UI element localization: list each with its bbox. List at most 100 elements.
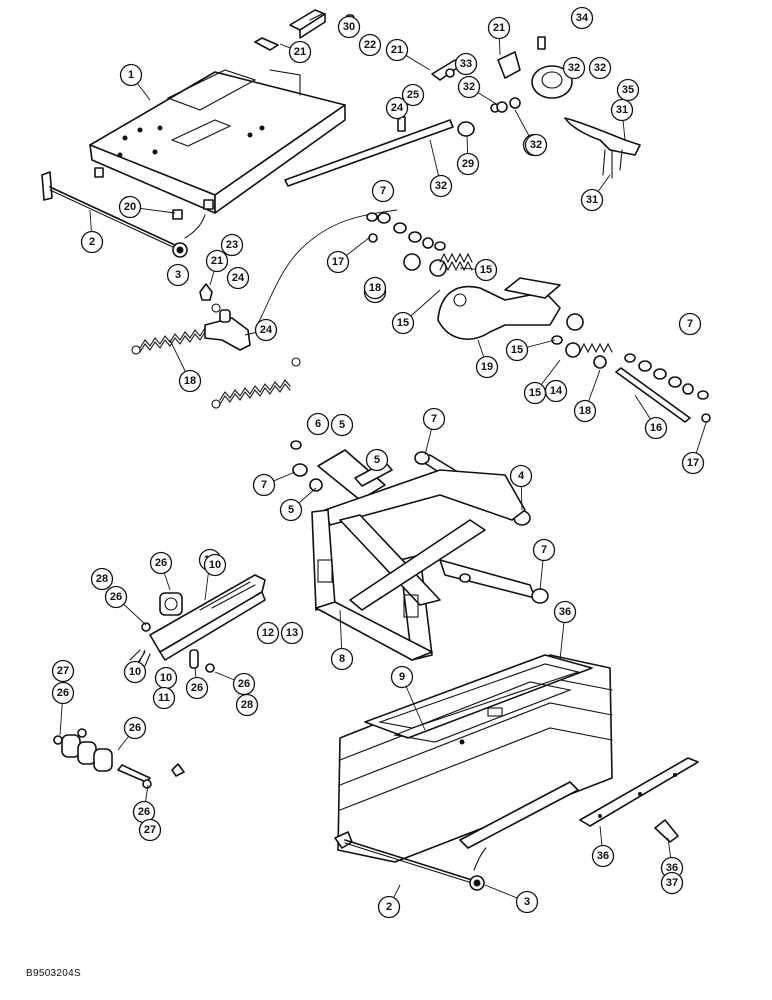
callout-3: 3 (166, 263, 190, 287)
callout-circle (123, 660, 147, 684)
callout-26: 26 (214, 671, 256, 696)
callout-number: 28 (241, 699, 253, 711)
callout-leader-line (429, 139, 439, 176)
callout-leader-line (339, 609, 343, 649)
adjust-lever-part (199, 283, 251, 351)
callout-number: 26 (129, 722, 141, 734)
suspension-arm-assembly-part (366, 212, 711, 423)
callout-leader-line (89, 209, 92, 232)
callout-number: 10 (209, 559, 221, 571)
callout-18: 18 (169, 339, 202, 393)
callout-leader-line (214, 671, 235, 681)
callout-number: 2 (386, 901, 392, 913)
rollers-part (53, 728, 185, 789)
callout-number: 8 (339, 653, 345, 665)
callout-circle (226, 266, 250, 290)
callout-leader-line (484, 884, 518, 899)
callout-26: 26 (51, 681, 75, 736)
callout-31: 31 (580, 174, 611, 212)
callout-number: 16 (650, 422, 662, 434)
callout-27: 27 (138, 818, 162, 842)
callout-circle (377, 895, 401, 919)
callout-circle (509, 464, 533, 488)
callout-leader-line (204, 570, 210, 601)
callout-32: 32 (429, 139, 453, 198)
callout-leader-line (194, 667, 197, 678)
callout-36: 36 (591, 825, 615, 868)
callout-circle (591, 844, 615, 868)
callout-circle (474, 258, 498, 282)
callout-leader-line (140, 207, 176, 214)
callout-number: 5 (374, 454, 380, 466)
callout-number: 15 (511, 344, 523, 356)
callout-number: 35 (622, 84, 634, 96)
callout-leader-line (244, 331, 256, 336)
callout-leader-line (477, 339, 485, 358)
callout-circle (166, 263, 190, 287)
callout-28: 28 (235, 693, 259, 717)
callout-8: 8 (330, 609, 354, 671)
callout-circle (385, 96, 409, 120)
callout-number: 26 (155, 557, 167, 569)
callout-10: 10 (123, 649, 147, 684)
callout-number: 21 (391, 44, 403, 56)
callout-26: 26 (132, 784, 156, 824)
callout-circle (515, 890, 539, 914)
callout-7: 7 (532, 538, 556, 591)
callout-circle (401, 83, 425, 107)
callout-circle (149, 551, 173, 575)
callout-circle (562, 56, 586, 80)
callout-number: 7 (431, 413, 437, 425)
callout-circle (363, 276, 387, 300)
callout-15: 15 (523, 359, 561, 405)
callout-circle (681, 451, 705, 475)
callout-number: 21 (294, 46, 306, 58)
callout-number: 5 (339, 419, 345, 431)
callout-number: 27 (57, 665, 69, 677)
callout-27: 27 (51, 659, 75, 683)
callout-circle (429, 174, 453, 198)
callout-35: 35 (616, 78, 640, 102)
callout-circle (104, 585, 128, 609)
callout-number: 7 (380, 185, 386, 197)
callout-37: 37 (660, 871, 684, 895)
callout-circle (123, 716, 147, 740)
callout-23: 23 (220, 233, 244, 257)
callout-circle (279, 498, 303, 522)
lower-adjust-rod-part (334, 831, 487, 891)
callout-28: 28 (90, 567, 114, 591)
callout-number: 34 (576, 12, 589, 24)
callout-leader-line (599, 825, 603, 846)
callout-number: 5 (288, 504, 294, 516)
callout-leader-line (667, 837, 672, 858)
callout-circle (252, 473, 276, 497)
callout-26: 26 (185, 667, 209, 700)
callout-circle (330, 413, 354, 437)
callout-18: 18 (363, 276, 387, 300)
callout-number: 17 (687, 457, 699, 469)
callout-12: 12 (256, 621, 280, 645)
callout-circle (616, 78, 640, 102)
callout-number: 10 (160, 672, 172, 684)
callout-number: 37 (666, 877, 678, 889)
callout-16: 16 (634, 394, 668, 440)
callout-circle (371, 179, 395, 203)
callout-circle (422, 407, 446, 431)
callout-leader-line (634, 394, 651, 420)
callout-4: 4 (509, 464, 533, 511)
callout-circle (330, 647, 354, 671)
callout-10: 10 (203, 553, 227, 577)
callout-leader-line (405, 55, 431, 71)
callout-1: 1 (119, 63, 151, 101)
callout-number: 32 (463, 81, 475, 93)
callout-25: 25 (401, 83, 425, 107)
callout-24: 24 (226, 266, 250, 290)
callout-circle (326, 250, 350, 274)
reference-line (254, 209, 398, 331)
callout-26: 26 (117, 716, 147, 751)
callout-circle (235, 693, 259, 717)
callout-circle (80, 230, 104, 254)
callout-number: 31 (616, 104, 628, 116)
callout-32: 32 (588, 56, 612, 80)
